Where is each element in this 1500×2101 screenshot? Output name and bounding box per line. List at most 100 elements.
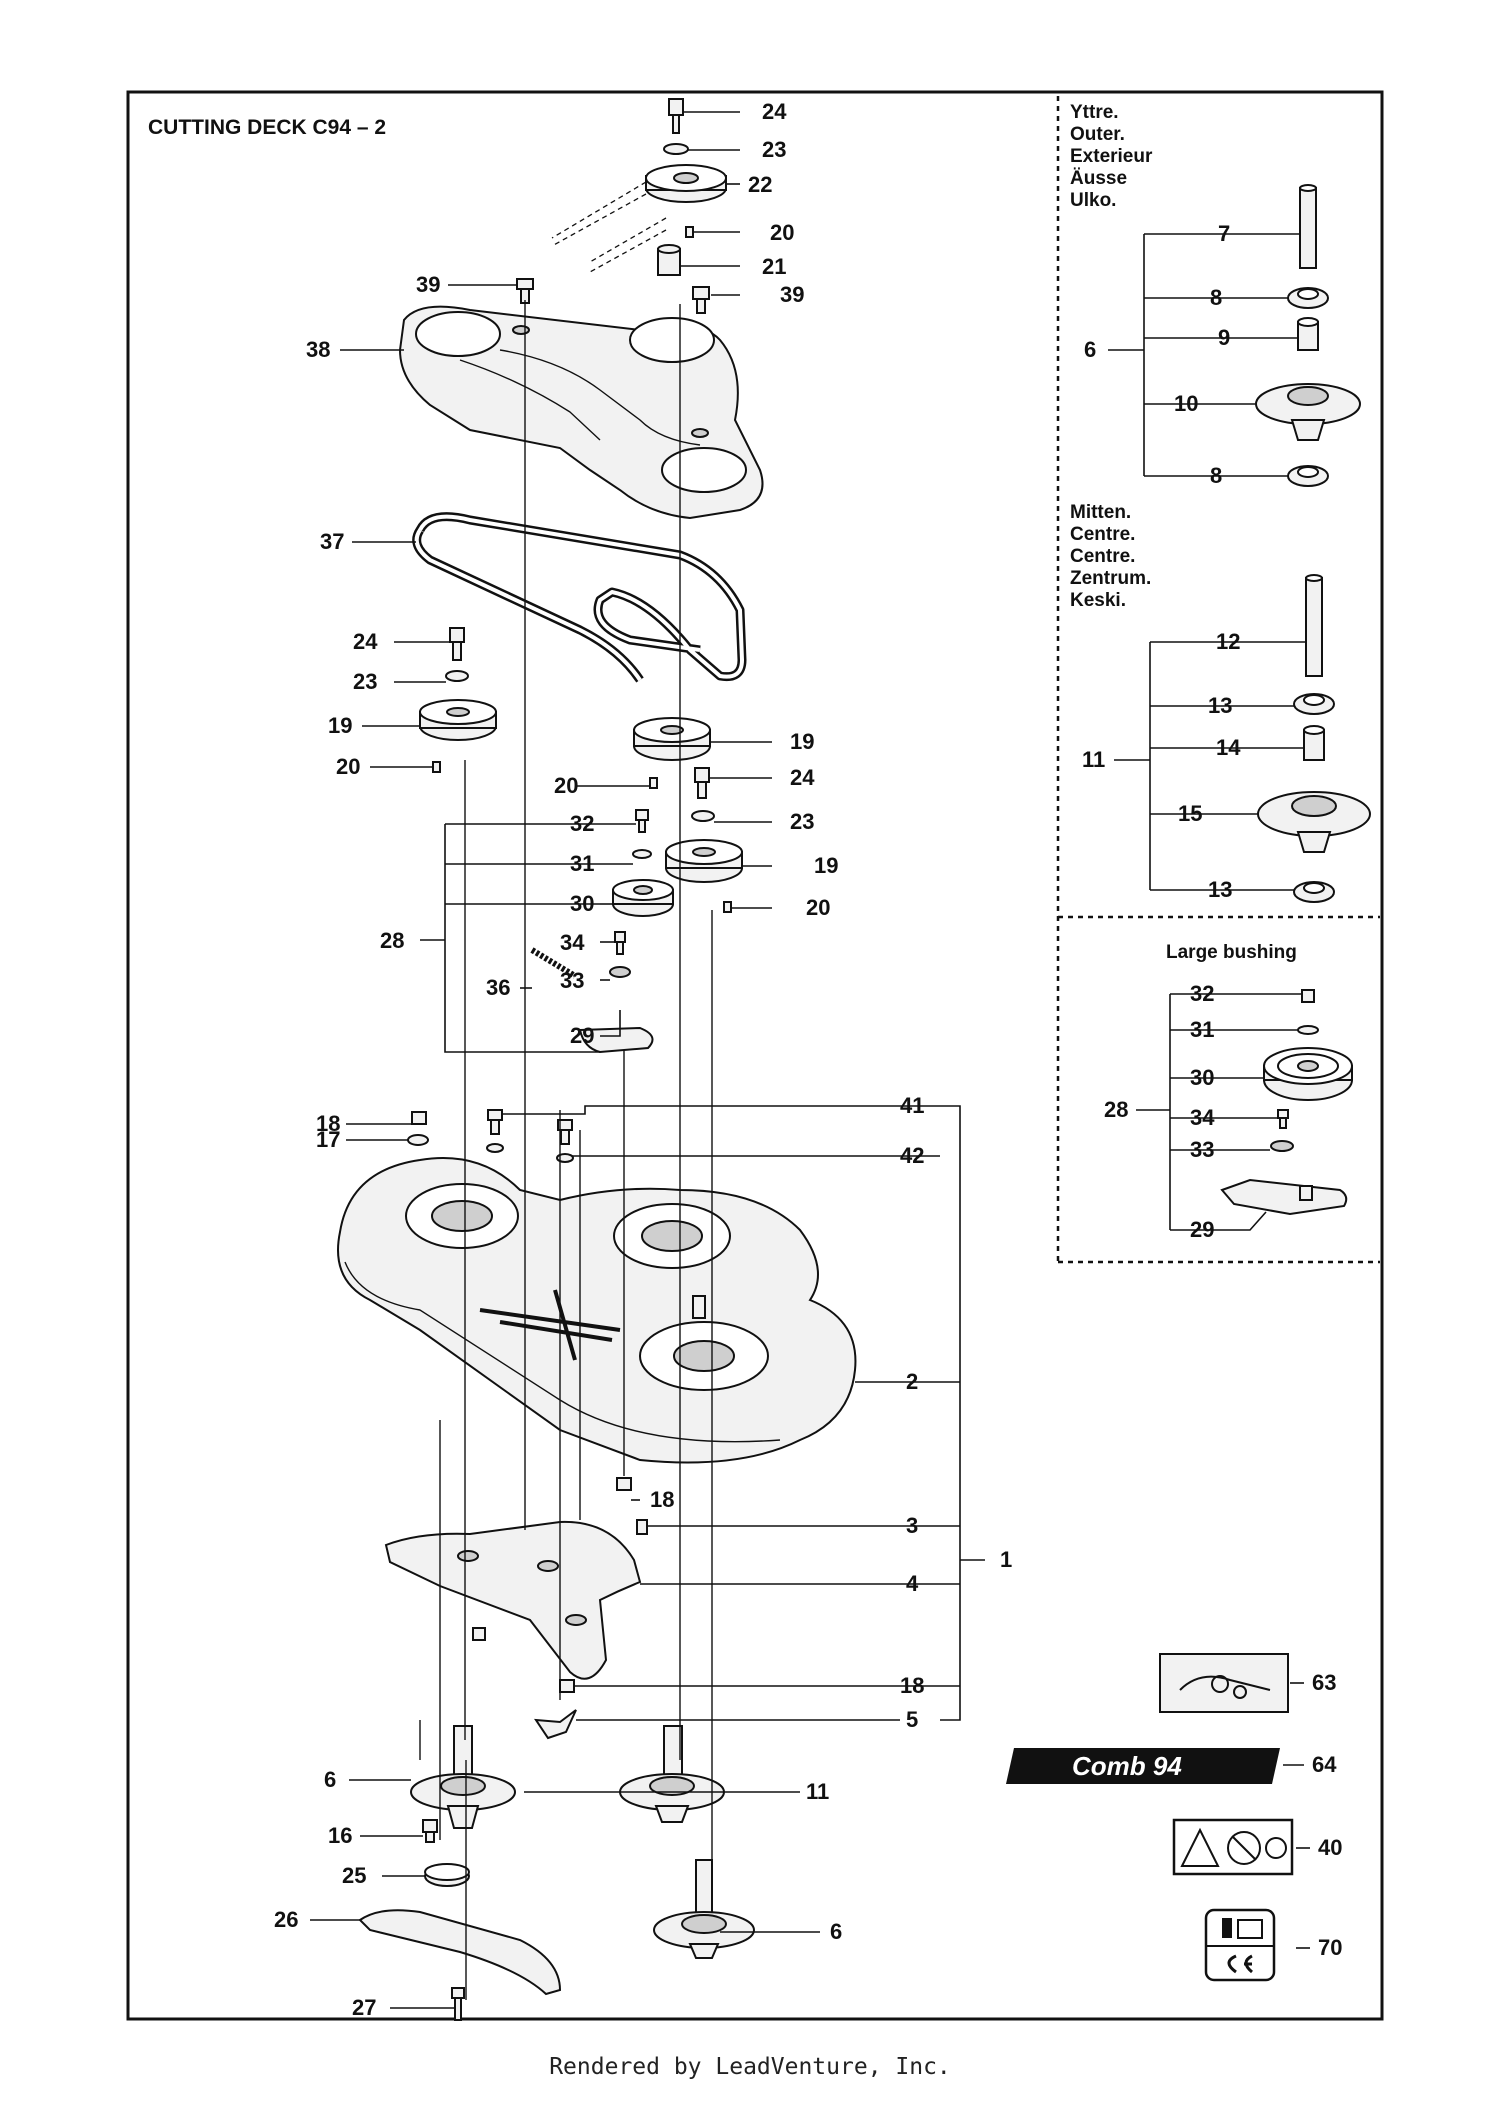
outer-caption-line: Outer. [1070,124,1125,145]
callout-28: 28 [380,928,404,953]
callout-30: 30 [570,891,594,916]
callout-39: 39 [416,272,440,297]
callout-3: 3 [906,1513,918,1538]
callout-19: 19 [814,853,838,878]
inset-outer-spindle [1056,96,1380,1264]
left-pulley-stack [419,627,497,773]
callout-64: 64 [1312,1752,1337,1777]
callout-18: 18 [900,1673,924,1698]
decal-40-safety [1172,1818,1294,1876]
callout-26: 26 [274,1907,298,1932]
callout-6: 6 [324,1767,336,1792]
outer-caption-line: Yttre. [1070,102,1119,123]
decal-70-manual-ce [1204,1908,1276,1982]
callout-18: 18 [316,1111,340,1136]
callout-19: 19 [790,729,814,754]
leader-lines [310,111,1310,2009]
callout-23: 23 [762,137,786,162]
callout-4: 4 [906,1571,919,1596]
center-callout-11: 11 [1082,747,1105,772]
callout-27: 27 [352,1995,376,2020]
center-callout-15: 15 [1178,801,1202,826]
callout-2: 2 [906,1369,918,1394]
callout-24: 24 [790,765,815,790]
callout-23: 23 [353,669,377,694]
callout-1: 1 [1000,1547,1012,1572]
callout-18: 18 [650,1487,674,1512]
diagram-title: CUTTING DECK C94 – 2 [148,116,386,139]
callout-39: 39 [780,282,804,307]
center-spindle-inset: Mitten. Centre. Centre. Zentrum. Keski. … [1070,502,1371,903]
bushing-callout-30: 30 [1190,1065,1214,1090]
decal-64-model-badge: Comb 94 [1006,1748,1280,1784]
drive-belt [412,512,747,683]
right-pulley-stack [665,767,743,913]
callout-31: 31 [570,851,594,876]
outer-caption-line: Exterieur [1070,146,1153,167]
callout-20: 20 [770,220,794,245]
left-spindle-assembly [358,1725,562,2021]
bushing-callout-34: 34 [1190,1105,1215,1130]
screws-41-42 [407,1109,574,1163]
center-callout-13: 13 [1208,693,1232,718]
top-pulley-stack [551,98,727,276]
diagram-frame [126,90,1384,2021]
screw-3 [636,1519,648,1535]
large-bushing-title: Large bushing [1166,942,1297,963]
outer-spindle-inset: Yttre. Outer. Exterieur Äusse Ulko. 7 8 … [1070,102,1361,488]
outer-callout-10: 10 [1174,391,1198,416]
callout-22: 22 [748,172,772,197]
outer-callout-8: 8 [1210,285,1222,310]
decal-63 [1159,1653,1289,1713]
deflector-plate [384,1520,642,1680]
outer-callout-7: 7 [1218,221,1230,246]
nut-18-lower [559,1679,575,1693]
lower-spindle-assembly [653,1859,755,1959]
callout-40: 40 [1318,1835,1342,1860]
bushing-callout-33: 33 [1190,1137,1214,1162]
callout-11: 11 [806,1779,829,1804]
bushing-callout-29: 29 [1190,1217,1214,1242]
callout-29: 29 [570,1023,594,1048]
callout-32: 32 [570,811,594,836]
callout-42: 42 [900,1143,924,1168]
large-bushing-inset: Large bushing 32 31 30 28 34 33 29 [1104,942,1353,1242]
bushing-callout-31: 31 [1190,1017,1214,1042]
callout-24: 24 [762,99,787,124]
callout-20: 20 [806,895,830,920]
callout-23: 23 [790,809,814,834]
center-caption-line: Mitten. [1070,502,1131,523]
outer-callout-9: 9 [1218,325,1230,350]
callout-19: 19 [328,713,352,738]
outer-caption-line: Ulko. [1070,190,1116,211]
model-badge-text: Comb 94 [1072,1751,1182,1781]
callout-5: 5 [906,1707,918,1732]
callout-20: 20 [336,754,360,779]
center-caption-line: Centre. [1070,524,1135,545]
center-caption-line: Centre. [1070,546,1135,567]
outer-caption-line: Äusse [1070,168,1127,189]
outer-callout-6: 6 [1084,337,1096,362]
callout-36: 36 [486,975,510,1000]
idler-assembly [530,809,674,1054]
callout-34: 34 [560,930,585,955]
callout-6: 6 [830,1919,842,1944]
center-callout-13: 13 [1208,877,1232,902]
callout-37: 37 [320,529,344,554]
footer-credit: Rendered by LeadVenture, Inc. [549,2054,951,2080]
callout-20: 20 [554,773,578,798]
callout-41: 41 [900,1093,924,1118]
bushing-callout-32: 32 [1190,981,1214,1006]
center-caption-line: Keski. [1070,590,1126,611]
center-spindle-assembly [619,1725,725,1823]
center-pulley [633,717,711,789]
callout-17: 17 [316,1127,340,1152]
center-caption-line: Zentrum. [1070,568,1151,589]
guide-lines [419,300,713,2000]
belt-guard [398,305,764,520]
nut-18 [616,1477,632,1491]
callout-16: 16 [328,1823,352,1848]
callout-33: 33 [560,968,584,993]
cutting-deck-housing [337,1157,857,1464]
